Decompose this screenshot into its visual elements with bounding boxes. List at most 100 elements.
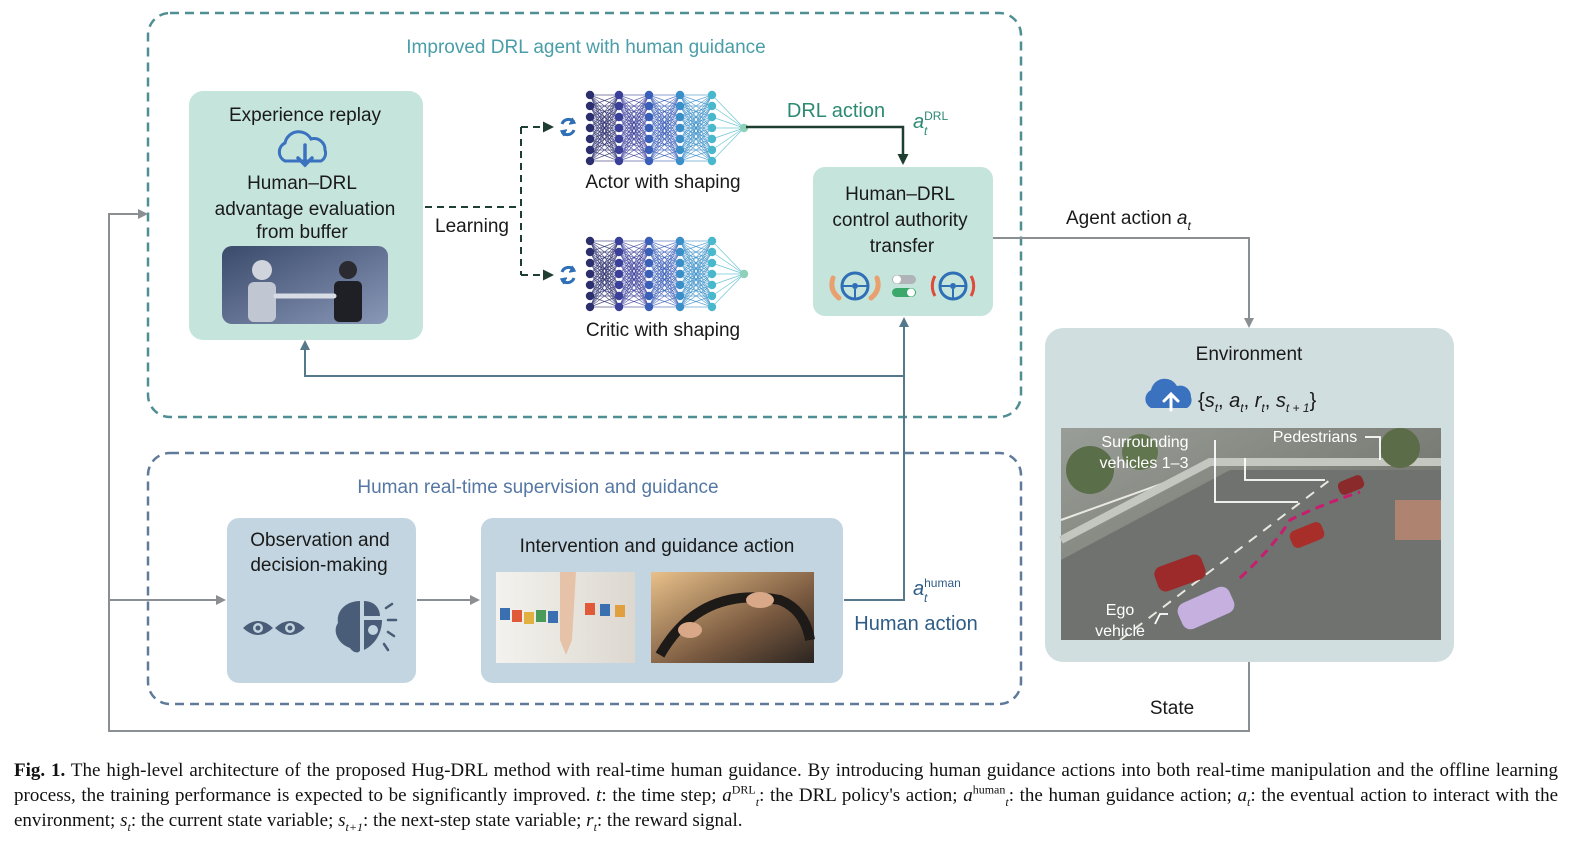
actor-network-edge	[711, 94, 745, 129]
state-feedback-line	[108, 209, 1250, 732]
actor-network-edge	[679, 138, 713, 162]
actor-network-edge	[589, 94, 620, 162]
human-action-symbol: ahuman	[913, 576, 961, 600]
human-robot-handshake-image	[222, 246, 388, 324]
guidance-blocks-image	[496, 572, 635, 663]
critic-network-edge	[679, 240, 713, 297]
actor-network-node	[585, 90, 595, 100]
actor-network-edge	[648, 94, 681, 162]
actor-network-node	[707, 134, 717, 144]
critic-network-edge	[648, 240, 681, 297]
critic-network-edge	[648, 284, 681, 308]
environment-title: Environment	[1196, 344, 1303, 365]
drl-action-label: DRL action	[787, 100, 885, 122]
critic-network-edge	[589, 262, 620, 308]
actor-network-edge	[711, 105, 745, 129]
critic-network-node	[707, 302, 717, 312]
actor-network-graphic	[585, 90, 749, 166]
actor-network-edge	[589, 116, 620, 162]
actor-network-edge	[648, 149, 681, 162]
authority-line2: control authority	[832, 210, 968, 231]
critic-network-edge	[589, 251, 620, 308]
refresh-icon-critic	[559, 265, 577, 285]
experience-replay-title: Experience replay	[229, 105, 382, 126]
critic-network-node	[614, 302, 624, 312]
state-label: State	[1150, 698, 1194, 719]
actor-network-edge	[648, 94, 681, 140]
critic-network-edge	[618, 251, 650, 308]
experience-replay-line3: from buffer	[256, 222, 348, 243]
pedestrians-label: Pedestrians	[1273, 429, 1358, 446]
actor-network-edge	[589, 127, 620, 162]
critic-network-edge	[618, 284, 650, 308]
critic-network-edge	[711, 262, 745, 275]
critic-network-edge	[648, 240, 681, 264]
critic-network-edge	[648, 240, 681, 253]
critic-network-node	[707, 291, 717, 301]
critic-network-edge	[618, 262, 650, 308]
authority-transfer-box	[813, 167, 993, 316]
actor-network-edge	[679, 149, 713, 162]
drl-action-arrow	[746, 125, 909, 165]
actor-network-edge	[648, 94, 681, 151]
actor-network-node	[614, 112, 624, 122]
critic-network-node	[614, 280, 624, 290]
critic-network-node	[644, 302, 654, 312]
observation-line2: decision-making	[250, 555, 387, 576]
actor-network-node	[614, 101, 624, 111]
critic-network-edge	[648, 240, 681, 286]
ego-label-1: Ego	[1106, 602, 1135, 619]
refresh-icon-actor	[559, 117, 577, 137]
critic-network-edge	[589, 240, 620, 264]
critic-network-edge	[618, 273, 650, 308]
vehicle-3	[1337, 475, 1365, 495]
critic-network-edge	[589, 284, 620, 308]
actor-network-edge	[648, 127, 681, 162]
surrounding-label-1: Surrounding	[1101, 434, 1188, 451]
actor-network-edge	[711, 127, 745, 140]
actor-network-node	[675, 112, 685, 122]
human-action-label: Human action	[854, 613, 977, 635]
vehicle-2	[1289, 522, 1325, 548]
critic-network-node	[644, 236, 654, 246]
actor-network-edge	[589, 94, 620, 140]
actor-network-edge	[679, 94, 713, 162]
actor-network-node	[675, 156, 685, 166]
critic-network-node	[585, 291, 595, 301]
critic-network-edge	[711, 273, 745, 286]
critic-network-edge	[679, 240, 713, 275]
critic-network-edge	[679, 284, 713, 308]
actor-network-edge	[648, 105, 681, 162]
human-action-line	[844, 317, 909, 601]
critic-network-edge	[589, 295, 620, 308]
caption-text-1: The high-level architecture of the propo…	[14, 760, 1558, 806]
actor-network-edge	[589, 138, 620, 162]
critic-network-edge	[648, 262, 681, 308]
actor-network-node	[707, 90, 717, 100]
caption-sup-human: human	[972, 782, 1006, 797]
ego-vehicle	[1177, 586, 1235, 630]
actor-network-edge	[679, 94, 713, 129]
critic-network-edge	[648, 251, 681, 308]
toggle-switch-icon	[892, 275, 916, 297]
critic-network-edge	[711, 240, 745, 275]
actor-network-edge	[648, 94, 681, 107]
actor-network-node	[644, 112, 654, 122]
ego-trajectory	[1238, 490, 1361, 580]
critic-network-edge	[679, 295, 713, 308]
actor-network-edge	[711, 116, 745, 129]
actor-network-node	[675, 134, 685, 144]
caption-text-5: : the eventual action to interact with t…	[14, 785, 1559, 831]
critic-network-edge	[679, 240, 713, 253]
critic-network-node	[644, 269, 654, 279]
actor-network-edge	[589, 94, 620, 129]
actor-network-edge	[648, 94, 681, 118]
actor-network-edge	[618, 149, 650, 162]
critic-network-edge	[618, 295, 650, 308]
actor-network-edge	[618, 116, 650, 162]
critic-network-edge	[679, 240, 713, 264]
critic-network-node	[614, 236, 624, 246]
actor-network-node	[644, 123, 654, 133]
critic-network-edge	[589, 240, 620, 275]
actor-network-edge	[618, 138, 650, 162]
